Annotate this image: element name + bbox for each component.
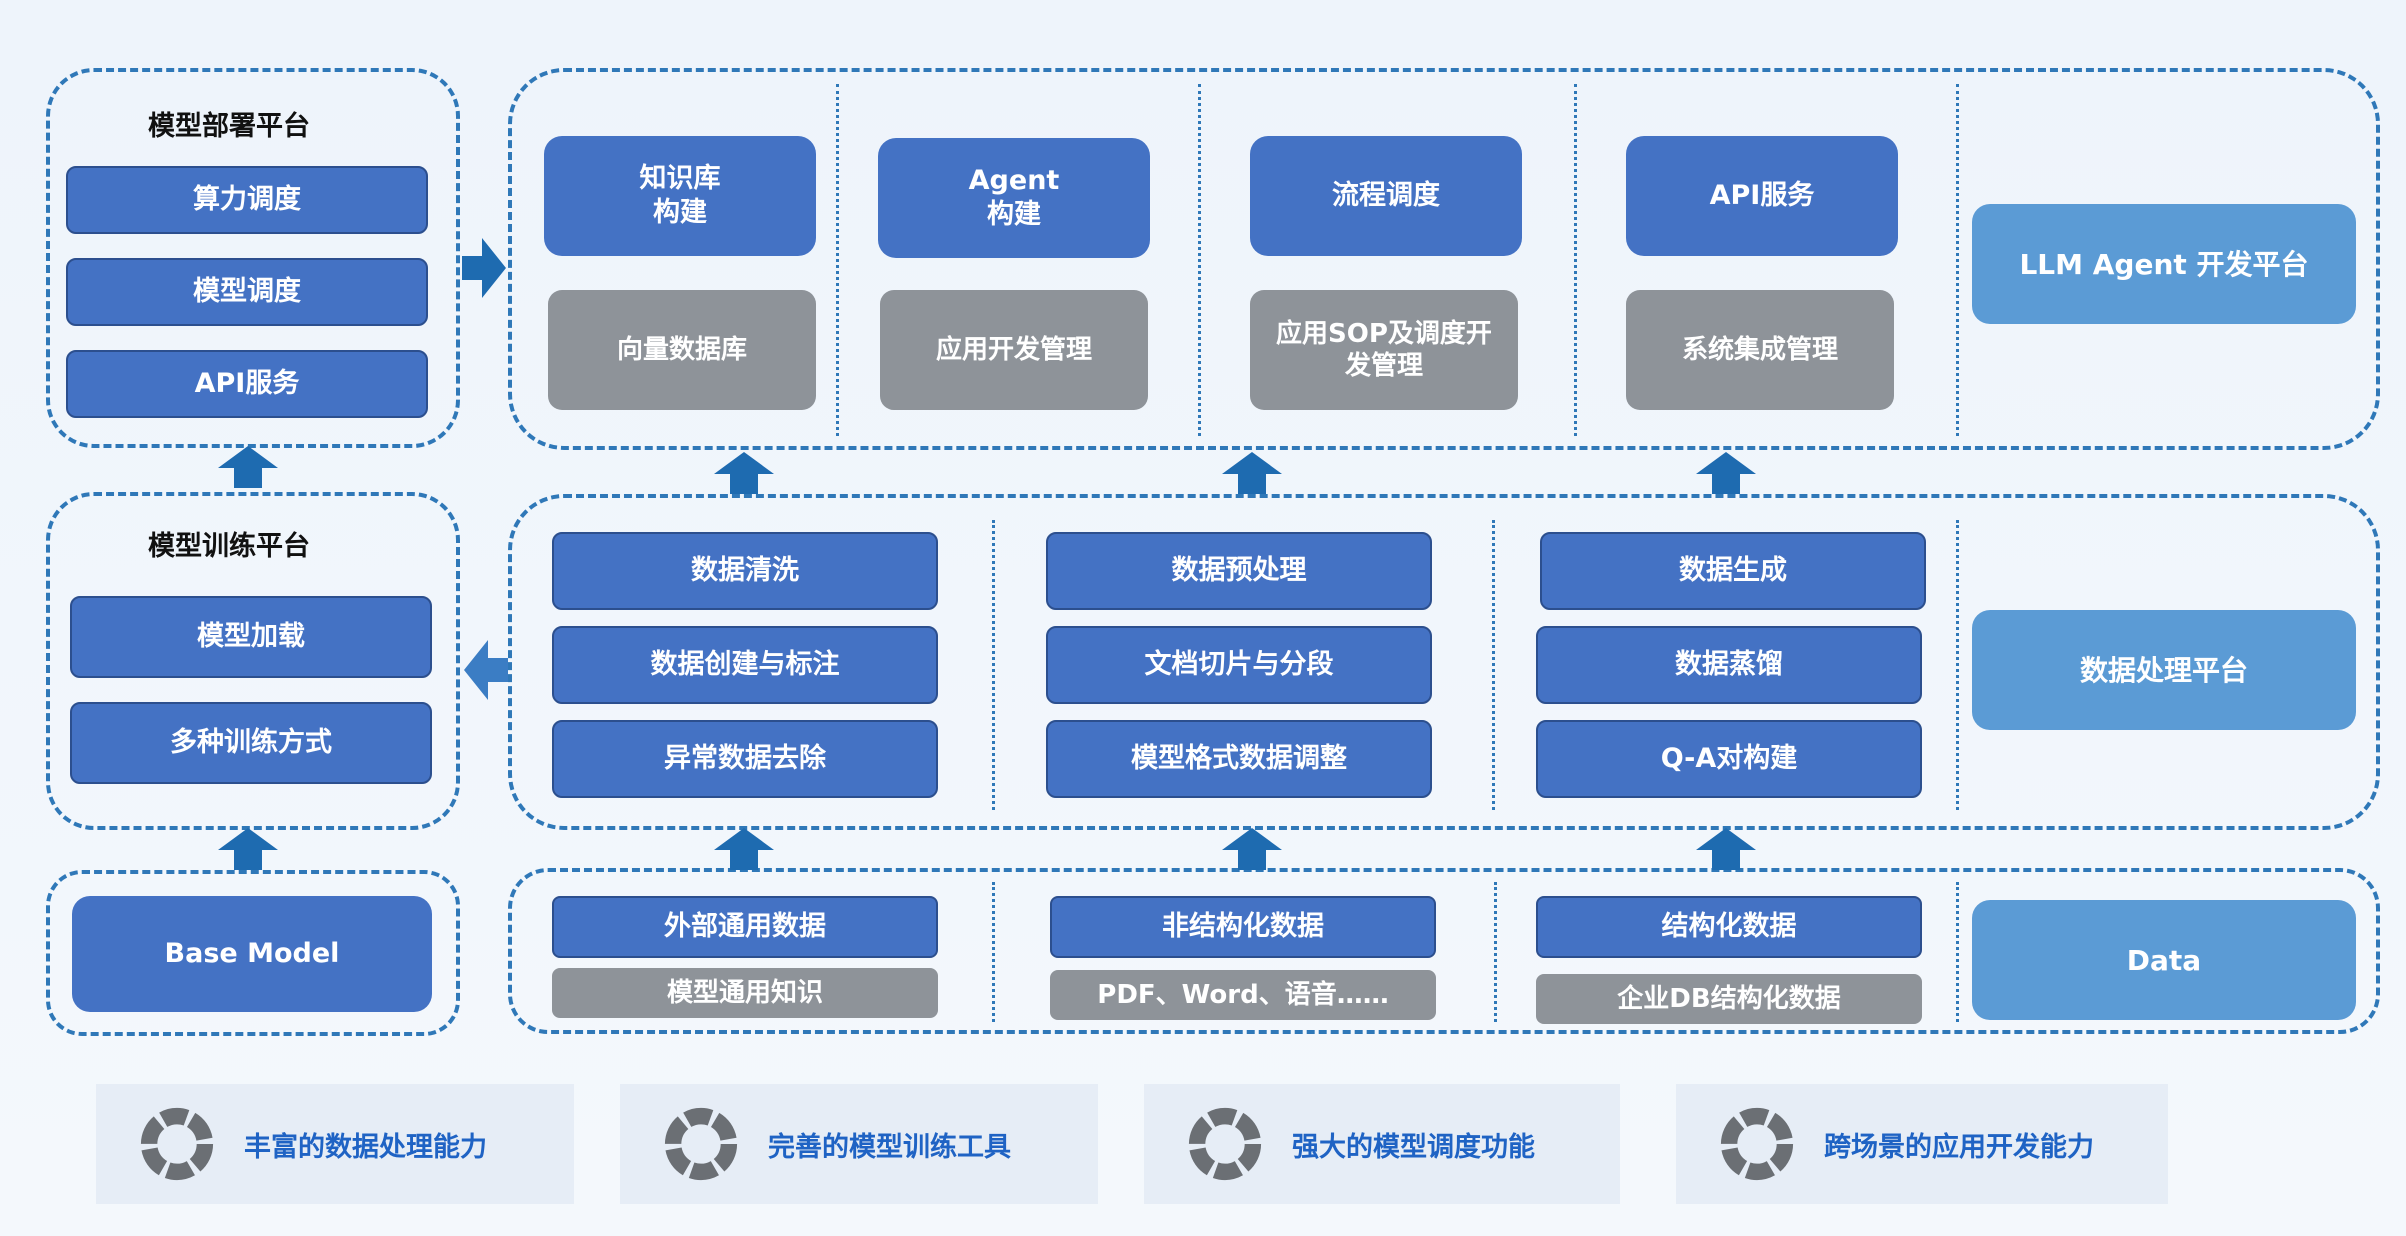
data-separator-2	[1494, 882, 1497, 1022]
arrow-up-icon	[218, 446, 278, 488]
feature-card-data-processing: 丰富的数据处理能力	[96, 1084, 574, 1204]
deploy-platform-title: 模型部署平台	[148, 111, 310, 142]
proc-preprocessing: 数据预处理	[1046, 532, 1432, 610]
data-separator-1	[992, 882, 995, 1022]
data-general-knowledge: 模型通用知识	[552, 968, 938, 1018]
train-platform-title: 模型训练平台	[148, 531, 310, 562]
arrow-up-icon	[1222, 452, 1282, 494]
processing-platform-label: 数据处理平台	[1972, 610, 2356, 730]
arrow-up-icon	[1696, 828, 1756, 870]
feature-label: 跨场景的应用开发能力	[1824, 1131, 2094, 1163]
feature-label: 丰富的数据处理能力	[244, 1131, 487, 1163]
ring-segment-icon	[664, 1107, 738, 1181]
data-panel	[508, 868, 2380, 1034]
agent-separator-4	[1956, 84, 1959, 436]
train-item-methods: 多种训练方式	[70, 702, 432, 784]
arrow-up-icon	[218, 828, 278, 870]
data-enterprise-db: 企业DB结构化数据	[1536, 974, 1922, 1024]
agent-build-box: Agent 构建	[878, 138, 1150, 258]
agent-platform-panel	[508, 68, 2380, 450]
arrow-left-icon	[464, 640, 508, 700]
proc-doc-chunking: 文档切片与分段	[1046, 626, 1432, 704]
ring-segment-icon	[1188, 1107, 1262, 1181]
agent-separator-3	[1574, 84, 1577, 436]
ring-segment-icon	[140, 1107, 214, 1181]
agent-flow-schedule-box: 流程调度	[1250, 136, 1522, 256]
ring-segment-icon	[1720, 1107, 1794, 1181]
proc-data-generation: 数据生成	[1540, 532, 1926, 610]
processing-separator-2	[1492, 520, 1495, 810]
feature-card-model-training: 完善的模型训练工具	[620, 1084, 1098, 1204]
processing-platform-panel	[508, 494, 2380, 830]
data-structured: 结构化数据	[1536, 896, 1922, 958]
agent-separator-1	[836, 84, 839, 436]
arrow-right-icon	[462, 238, 506, 298]
arrow-up-icon	[714, 828, 774, 870]
deploy-item-model: 模型调度	[66, 258, 428, 326]
agent-platform-label: LLM Agent 开发平台	[1972, 204, 2356, 324]
train-platform-panel	[46, 492, 460, 830]
feature-label: 强大的模型调度功能	[1292, 1131, 1535, 1163]
processing-separator-1	[992, 520, 995, 810]
proc-data-distill: 数据蒸馏	[1536, 626, 1922, 704]
proc-data-annotation: 数据创建与标注	[552, 626, 938, 704]
base-model-panel	[46, 870, 460, 1036]
agent-knowledge-base-box: 知识库 构建	[544, 136, 816, 256]
feature-card-model-scheduling: 强大的模型调度功能	[1144, 1084, 1620, 1204]
deploy-item-compute: 算力调度	[66, 166, 428, 234]
feature-label: 完善的模型训练工具	[768, 1131, 1011, 1163]
data-unstructured: 非结构化数据	[1050, 896, 1436, 958]
deploy-item-api: API服务	[66, 350, 428, 418]
train-item-load: 模型加载	[70, 596, 432, 678]
agent-api-service-box: API服务	[1626, 136, 1898, 256]
base-model-box: Base Model	[72, 896, 432, 1012]
proc-data-cleaning: 数据清洗	[552, 532, 938, 610]
processing-separator-3	[1956, 520, 1959, 810]
data-separator-3	[1956, 882, 1959, 1022]
agent-separator-2	[1198, 84, 1201, 436]
agent-app-dev-box: 应用开发管理	[880, 290, 1148, 410]
agent-vector-db-box: 向量数据库	[548, 290, 816, 410]
proc-outlier-removal: 异常数据去除	[552, 720, 938, 798]
data-label: Data	[1972, 900, 2356, 1020]
proc-format-adjust: 模型格式数据调整	[1046, 720, 1432, 798]
agent-sop-box: 应用SOP及调度开发管理	[1250, 290, 1518, 410]
agent-integration-box: 系统集成管理	[1626, 290, 1894, 410]
arrow-up-icon	[1696, 452, 1756, 494]
deploy-platform-panel	[46, 68, 460, 448]
data-external-general: 外部通用数据	[552, 896, 938, 958]
feature-card-app-development: 跨场景的应用开发能力	[1676, 1084, 2168, 1204]
arrow-up-icon	[1222, 828, 1282, 870]
proc-qa-build: Q-A对构建	[1536, 720, 1922, 798]
arrow-up-icon	[714, 452, 774, 494]
data-unstructured-examples: PDF、Word、语音……	[1050, 970, 1436, 1020]
